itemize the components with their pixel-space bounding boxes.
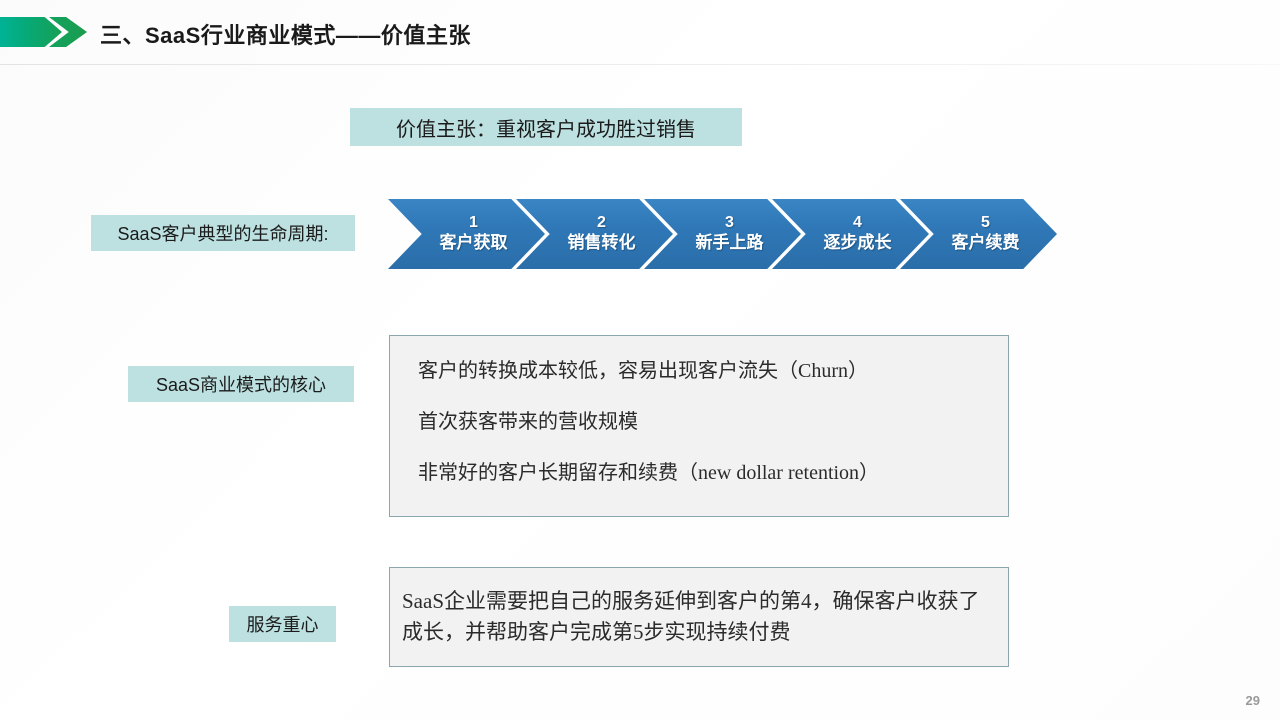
process-step-label: 新手上路 bbox=[695, 233, 764, 252]
process-step-label: 客户获取 bbox=[439, 233, 508, 252]
value-proposition-banner: 价值主张：重视客户成功胜过销售 bbox=[350, 108, 742, 146]
process-step-number: 3 bbox=[725, 214, 734, 231]
process-step-number: 5 bbox=[981, 214, 990, 231]
arrow-shape-icon bbox=[0, 17, 62, 47]
service-focus-box: SaaS企业需要把自己的服务延伸到客户的第4，确保客户收获了成长，并帮助客户完成… bbox=[389, 567, 1009, 667]
customer-lifecycle-process: 1 客户获取 2 销售转化 3 新手上路 4 逐步成长 5 客户续费 bbox=[388, 199, 1057, 269]
slide-header: 三、SaaS行业商业模式——价值主张 bbox=[0, 0, 1280, 66]
process-step-label: 客户续费 bbox=[951, 233, 1020, 252]
header-divider bbox=[0, 64, 1280, 65]
header-arrow-graphic bbox=[0, 17, 88, 47]
lifecycle-label: SaaS客户典型的生命周期: bbox=[91, 215, 355, 251]
service-focus-label: 服务重心 bbox=[229, 606, 336, 642]
process-step-number: 2 bbox=[597, 214, 606, 231]
core-model-line-3: 非常好的客户长期留存和续费（new dollar retention） bbox=[418, 462, 880, 484]
page-title: 三、SaaS行业商业模式——价值主张 bbox=[100, 23, 471, 48]
core-model-box: 客户的转换成本较低，容易出现客户流失（Churn） 首次获客带来的营收规模 非常… bbox=[389, 335, 1009, 517]
process-step-label: 销售转化 bbox=[567, 233, 636, 252]
process-step-label: 逐步成长 bbox=[823, 233, 892, 252]
process-step-5: 5 客户续费 bbox=[900, 199, 1057, 269]
process-step-number: 4 bbox=[853, 214, 862, 231]
process-step-1: 1 客户获取 bbox=[388, 199, 545, 269]
core-model-line-2: 首次获客带来的营收规模 bbox=[418, 411, 638, 433]
core-model-label: SaaS商业模式的核心 bbox=[128, 366, 354, 402]
page-number: 29 bbox=[1245, 693, 1260, 708]
process-step-number: 1 bbox=[469, 214, 478, 231]
service-focus-text: SaaS企业需要把自己的服务延伸到客户的第4，确保客户收获了成长，并帮助客户完成… bbox=[402, 589, 980, 644]
core-model-line-1: 客户的转换成本较低，容易出现客户流失（Churn） bbox=[418, 360, 868, 382]
